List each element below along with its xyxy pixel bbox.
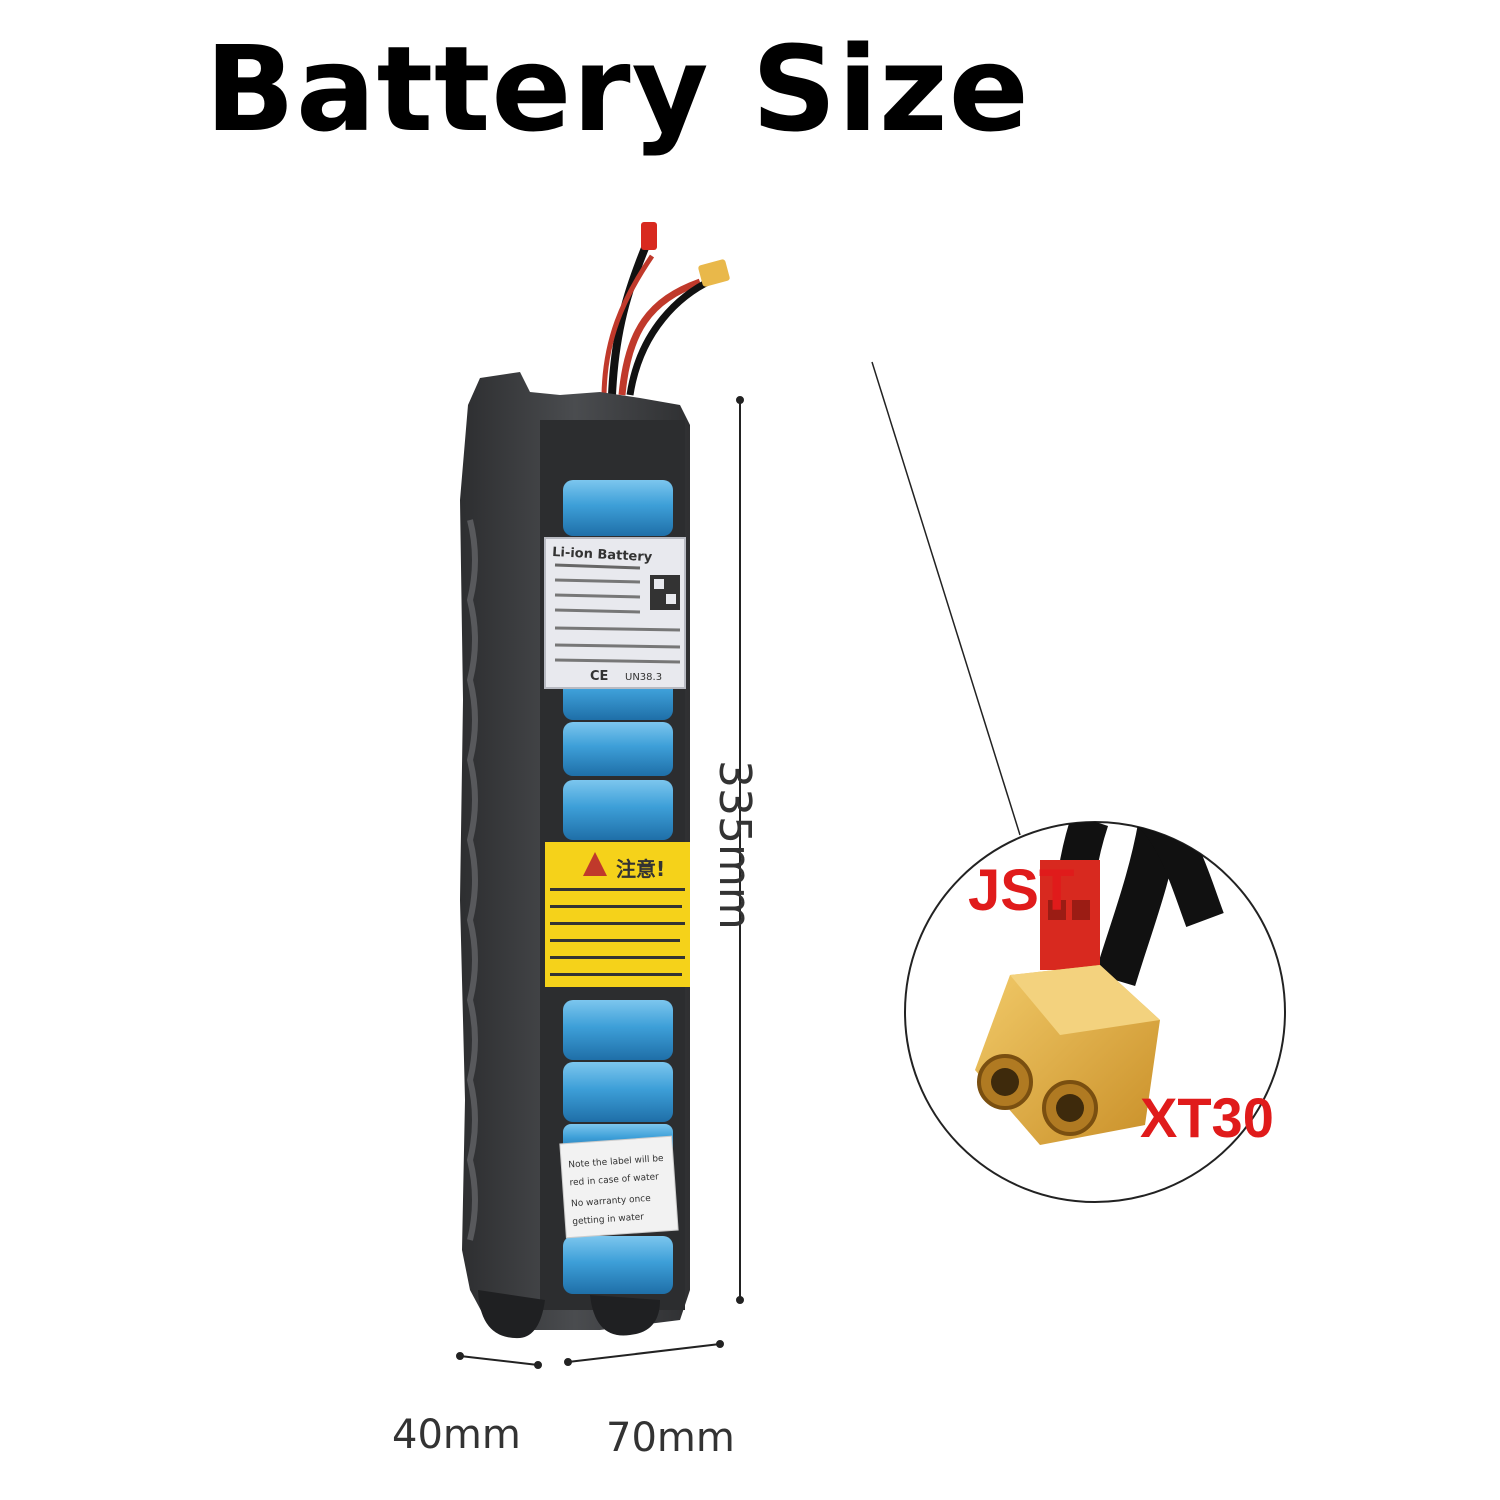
battery-wires (601, 222, 730, 396)
battery-foot (590, 1295, 660, 1336)
jst-label: JST (968, 858, 1075, 923)
note-label (559, 1135, 679, 1239)
xt30-label: XT30 (1140, 1086, 1274, 1149)
connector-zoom-circle (904, 821, 1286, 1203)
jst-plug (641, 222, 657, 250)
warning-title: 注意! (616, 857, 665, 881)
spec-label-header: Li-ion Battery (552, 545, 653, 565)
un38-mark: UN38.3 (625, 672, 662, 683)
width-dimension-label: 70mm (606, 1415, 735, 1461)
warning-label (545, 842, 690, 987)
xt30-plug (698, 259, 730, 287)
depth-dimension-label: 40mm (392, 1412, 521, 1458)
ce-mark: CE (590, 669, 608, 684)
length-dimension-label: 335mm (709, 760, 760, 930)
page-title: Battery Size (205, 20, 1030, 158)
spec-label (544, 537, 686, 689)
dimension-lines (456, 361, 1021, 1369)
warning-triangle-icon (583, 852, 607, 876)
battery-foot (478, 1290, 545, 1339)
